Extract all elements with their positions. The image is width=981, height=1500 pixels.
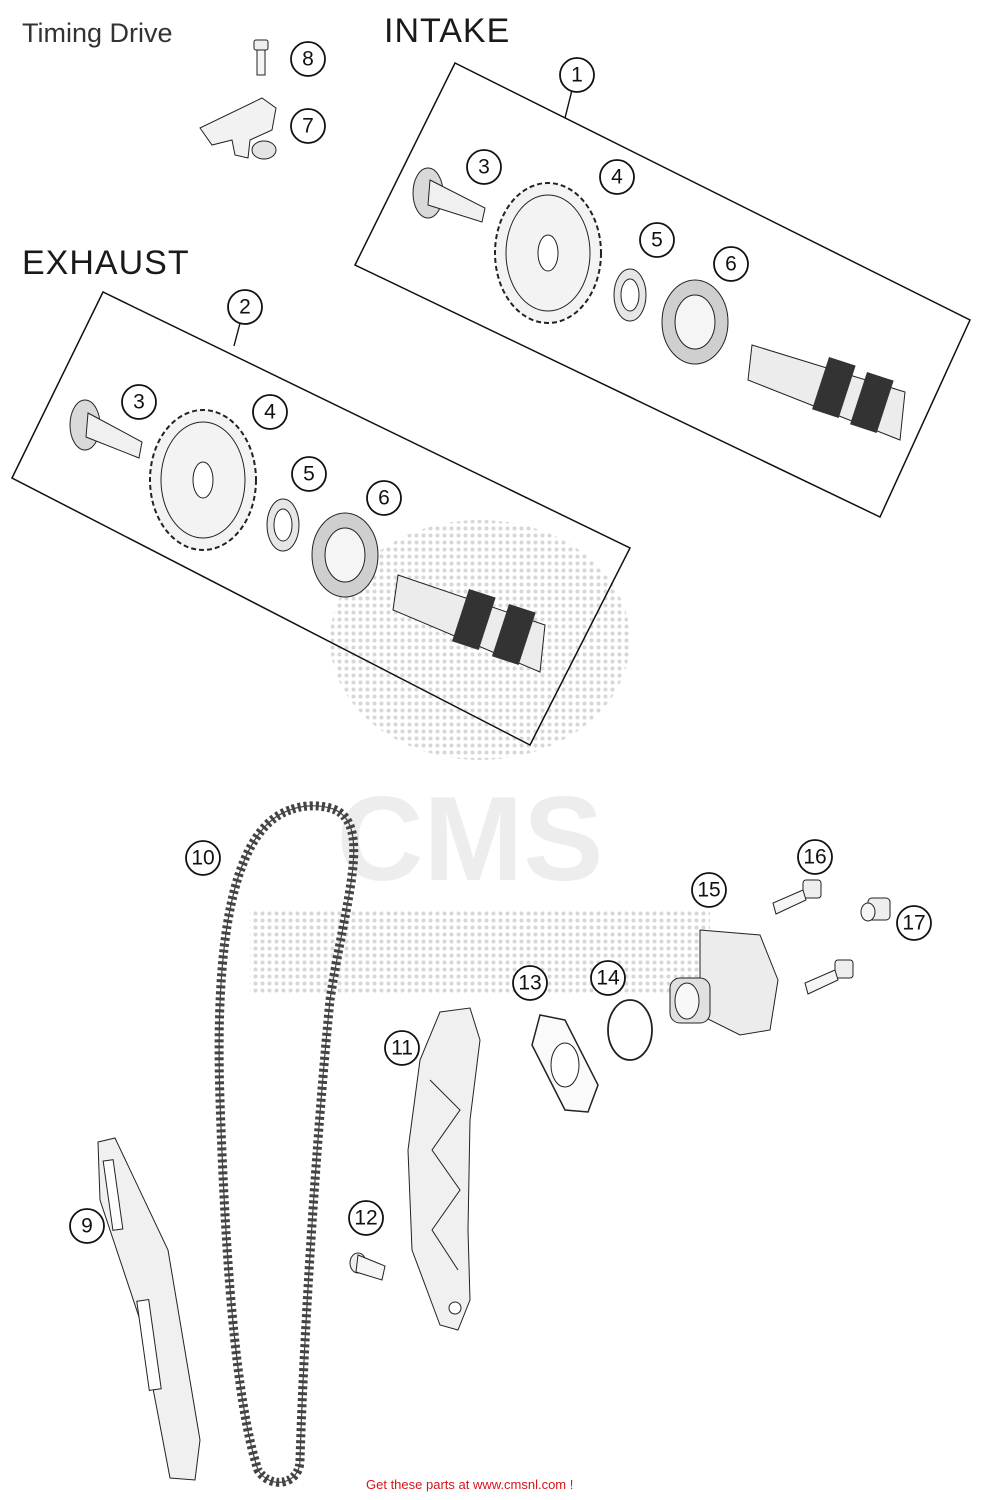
svg-text:15: 15	[697, 879, 720, 902]
svg-text:6: 6	[378, 487, 390, 510]
pin-part	[349, 1252, 386, 1281]
svg-text:7: 7	[302, 115, 314, 138]
callout-7: 7	[290, 108, 326, 144]
chain-guide-part	[97, 1137, 201, 1481]
exhaust-group-frame	[11, 290, 632, 747]
intake-group-frame	[353, 61, 971, 519]
svg-text:8: 8	[302, 48, 314, 71]
exhaust-bearing-part	[311, 512, 379, 598]
callout-5-exhaust: 5	[291, 456, 327, 492]
callout-11: 11	[384, 1030, 420, 1066]
callout-5-intake: 5	[639, 222, 675, 258]
tensioner-bolt-part	[772, 879, 854, 995]
svg-text:16: 16	[803, 846, 826, 869]
svg-text:1: 1	[571, 64, 583, 87]
intake-camshaft-part	[747, 344, 906, 441]
svg-text:3: 3	[478, 156, 490, 179]
svg-text:5: 5	[303, 463, 315, 486]
svg-text:12: 12	[354, 1207, 377, 1230]
callout-8: 8	[290, 41, 326, 77]
svg-text:11: 11	[391, 1037, 413, 1060]
svg-text:4: 4	[264, 401, 276, 424]
screw-plug-part	[860, 897, 891, 922]
svg-text:5: 5	[651, 229, 663, 252]
exhaust-sprocket-part	[149, 409, 257, 551]
svg-text:9: 9	[81, 1215, 93, 1238]
svg-text:10: 10	[191, 847, 214, 870]
watermark-text: CMS	[337, 772, 604, 906]
exhaust-camshaft-part	[392, 574, 546, 673]
callout-3-intake: 3	[466, 149, 502, 185]
callout-4-intake: 4	[599, 159, 635, 195]
callout-14: 14	[590, 960, 626, 996]
bolt-part	[253, 39, 269, 76]
intake-group-title: INTAKE	[384, 12, 511, 50]
svg-text:17: 17	[902, 912, 925, 935]
o-ring-part	[607, 999, 653, 1061]
intake-seal-part	[613, 268, 647, 322]
svg-text:14: 14	[596, 967, 620, 990]
intake-sprocket-part	[494, 182, 602, 324]
callout-4-exhaust: 4	[252, 394, 288, 430]
svg-text:2: 2	[239, 296, 251, 319]
svg-text:6: 6	[725, 253, 737, 276]
callout-16: 16	[797, 839, 833, 875]
exhaust-seal-part	[266, 498, 300, 552]
callout-9: 9	[69, 1208, 105, 1244]
callout-12: 12	[348, 1200, 384, 1236]
callout-6-intake: 6	[713, 246, 749, 282]
callout-2: 2	[227, 289, 263, 325]
svg-text:13: 13	[518, 972, 541, 995]
exhaust-group-title: EXHAUST	[22, 244, 190, 282]
watermark: CMS	[250, 520, 710, 995]
intake-bearing-part	[661, 279, 729, 365]
callout-10: 10	[185, 840, 221, 876]
callout-13: 13	[512, 965, 548, 1001]
callout-15: 15	[691, 872, 727, 908]
gasket-part	[531, 1014, 599, 1113]
svg-text:4: 4	[611, 166, 623, 189]
callout-1: 1	[559, 57, 595, 93]
timing-chain-part	[214, 801, 359, 1487]
tensioner-rail-part	[407, 1007, 481, 1331]
clamp-part	[199, 97, 277, 160]
callout-17: 17	[896, 905, 932, 941]
shop-link[interactable]: Get these parts at www.cmsnl.com !	[366, 1477, 574, 1492]
callout-3-exhaust: 3	[121, 384, 157, 420]
svg-text:3: 3	[133, 391, 145, 414]
chain-tensioner-part	[669, 929, 779, 1036]
exhaust-washer-part	[69, 399, 143, 459]
page-title: Timing Drive	[22, 18, 173, 48]
intake-washer-part	[412, 167, 486, 223]
callout-6-exhaust: 6	[366, 480, 402, 516]
